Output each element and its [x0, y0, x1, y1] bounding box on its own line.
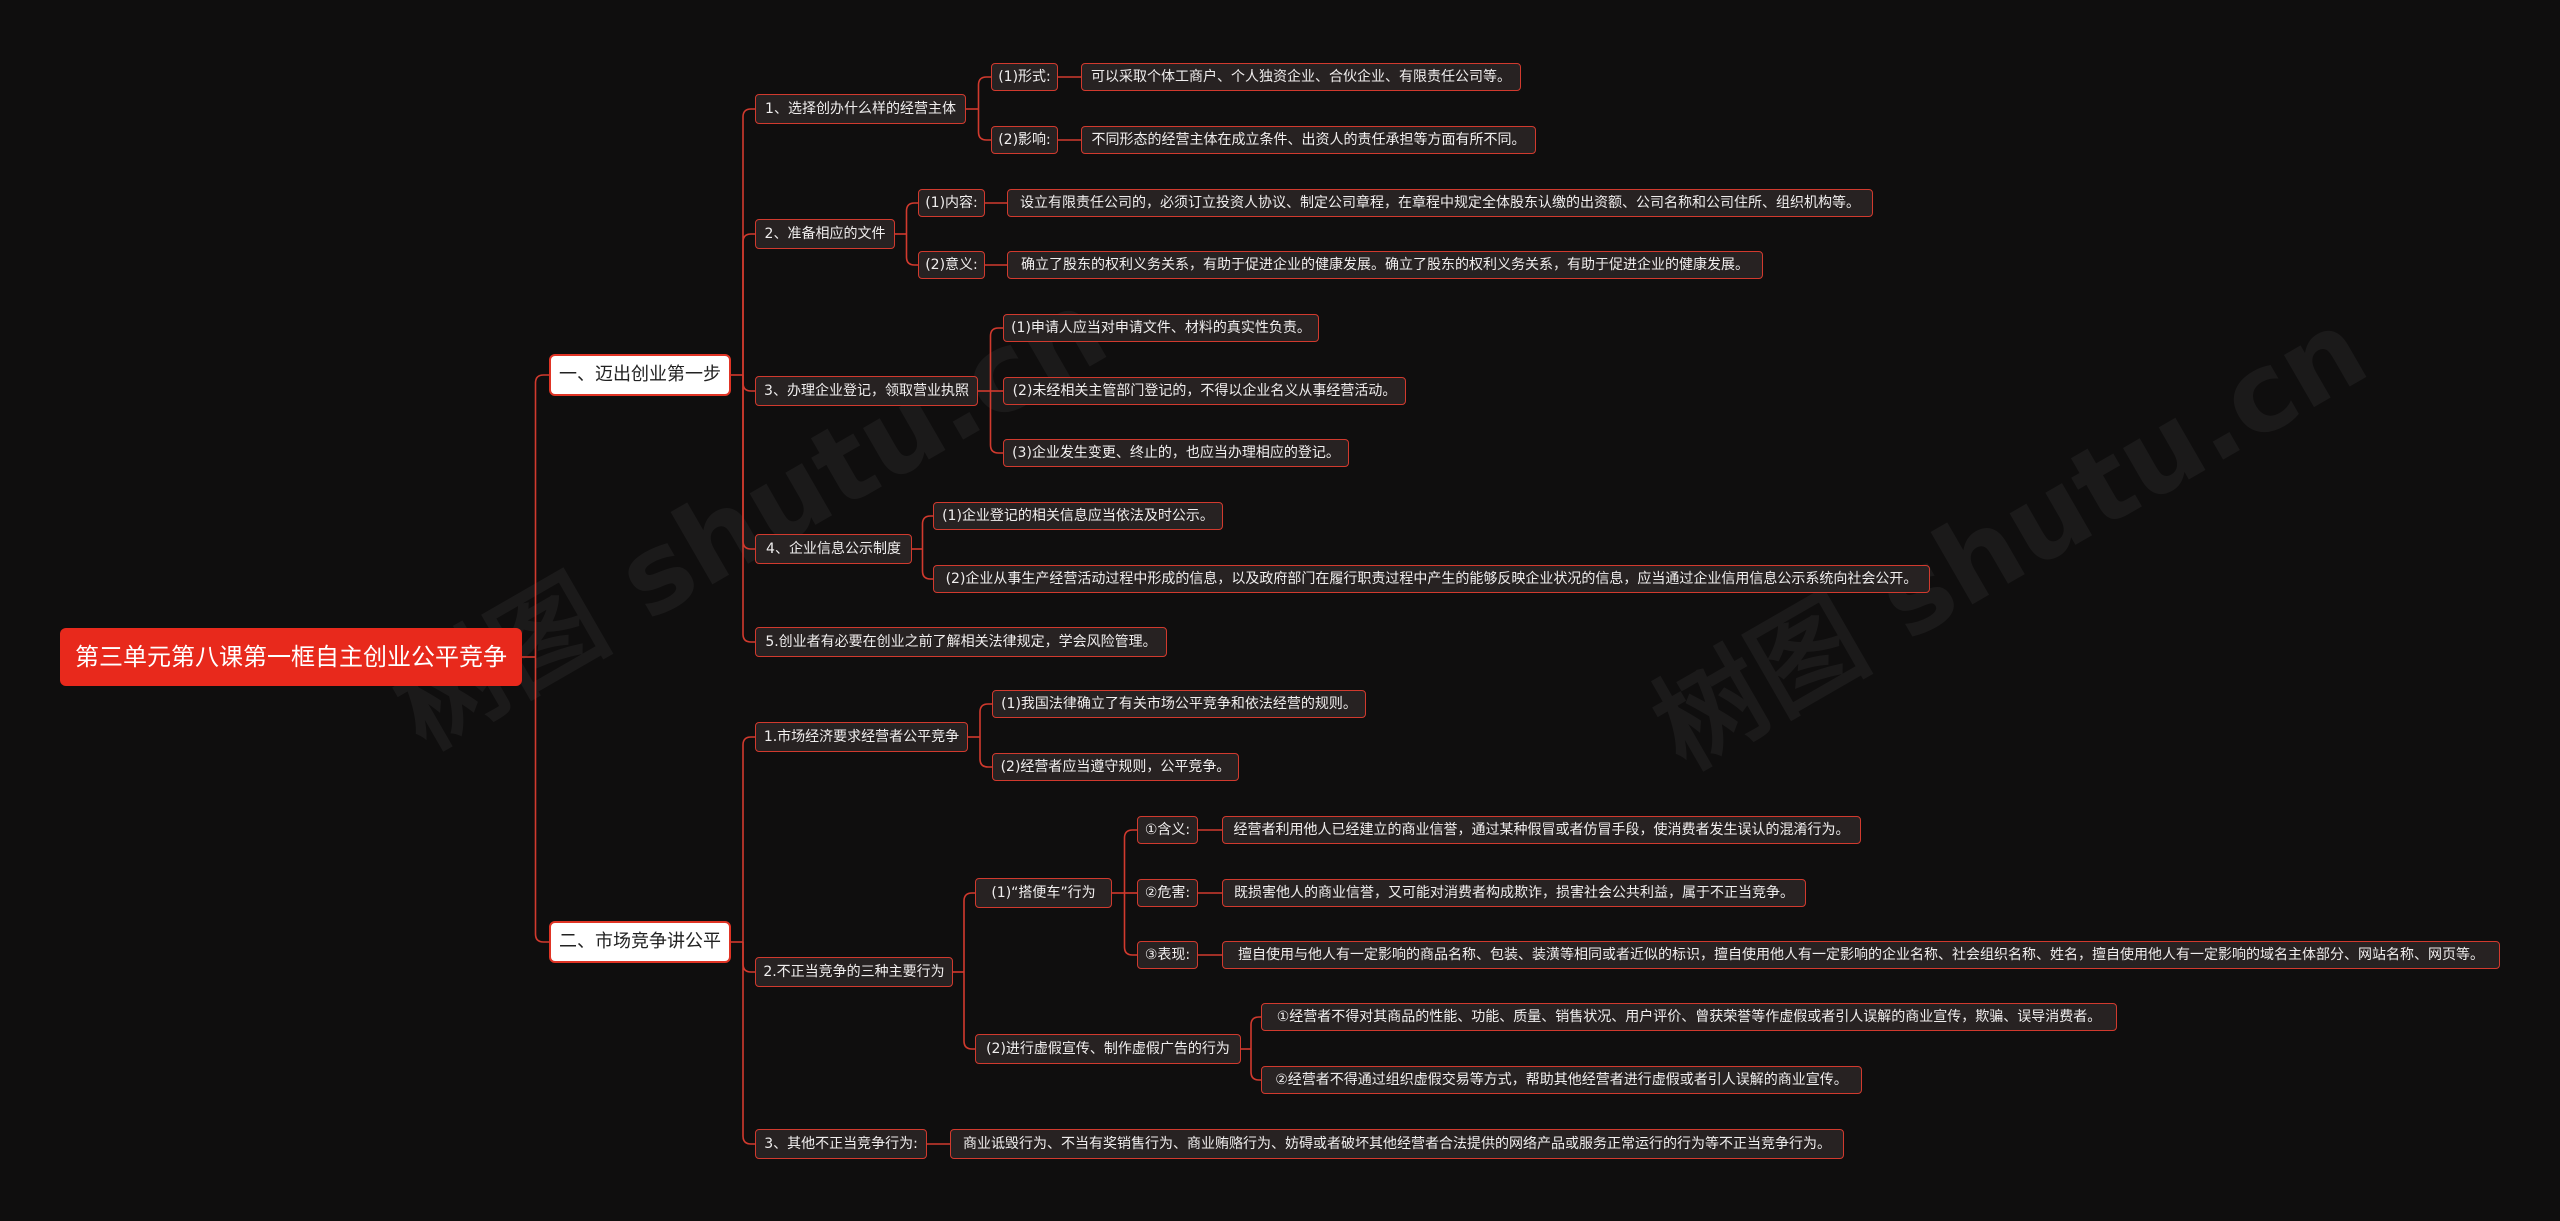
text-impact[interactable]: 不同形态的经营主体在成立条件、出资人的责任承担等方面有所不同。 [1081, 126, 1536, 154]
topic-meaning[interactable]: ①含义: [1137, 816, 1198, 844]
connector-n-b1s4 [921, 515, 933, 549]
connector-n-b2 [742, 736, 755, 942]
connector-n-b1 [742, 233, 755, 375]
branch-fair-competition[interactable]: 二、市场竞争讲公平 [549, 921, 731, 963]
connector-n-b2p2 [1250, 1016, 1261, 1049]
connector-n-b1 [742, 108, 755, 375]
connector-n-root [534, 374, 549, 657]
connector-n-b1 [742, 375, 755, 392]
topic-other-unfair-competition[interactable]: 3、其他不正当竞争行为: [755, 1129, 927, 1159]
topic-harm[interactable]: ②危害: [1137, 879, 1198, 907]
connector-n-b2 [742, 942, 755, 1145]
topic-significance[interactable]: (2)意义: [918, 251, 985, 279]
connector-n-b2s2 [963, 972, 975, 1050]
topic-impact[interactable]: (2)影响: [991, 126, 1058, 154]
root-topic[interactable]: 第三单元第八课第一框自主创业公平竞争 [60, 628, 522, 686]
text-registration-3[interactable]: (3)企业发生变更、终止的，也应当办理相应的登记。 [1003, 439, 1349, 467]
topic-prepare-documents[interactable]: 2、准备相应的文件 [755, 219, 895, 249]
connector-n-b2 [742, 942, 755, 973]
connector-n-b2s1 [979, 737, 992, 768]
connector-n-b2p2 [1250, 1049, 1261, 1081]
connector-n-b1s3 [989, 327, 1003, 391]
text-manifestation[interactable]: 擅自使用与他人有一定影响的商品名称、包装、装潢等相同或者近似的标识，擅自使用他人… [1222, 941, 2500, 969]
connector-n-b1s2 [905, 202, 918, 234]
branch-startup-first-step[interactable]: 一、迈出创业第一步 [549, 354, 731, 396]
text-disclosure-2[interactable]: (2)企业从事生产经营活动过程中形成的信息，以及政府部门在履行职责过程中产生的能… [933, 565, 1930, 593]
connector-n-b2p1 [1123, 829, 1137, 893]
connector-n-b2s1 [979, 703, 992, 737]
connector-n-b2s2 [963, 892, 975, 972]
connector-n-b1s4 [921, 549, 933, 580]
text-harm[interactable]: 既损害他人的商业信誉，又可能对消费者构成欺诈，损害社会公共利益，属于不正当竞争。 [1222, 879, 1806, 907]
connector-n-b1s1 [977, 76, 991, 109]
text-false-advertising-1[interactable]: ①经营者不得对其商品的性能、功能、质量、销售状况、用户评价、曾获荣誉等作虚假或者… [1261, 1003, 2117, 1031]
connector-n-b1s1 [977, 109, 991, 141]
text-disclosure-1[interactable]: (1)企业登记的相关信息应当依法及时公示。 [933, 502, 1223, 530]
topic-info-disclosure[interactable]: 4、企业信息公示制度 [755, 534, 912, 564]
topic-form[interactable]: (1)形式: [991, 63, 1058, 91]
topic-market-fair-competition[interactable]: 1.市场经济要求经营者公平竞争 [755, 722, 968, 752]
text-form[interactable]: 可以采取个体工商户、个人独资企业、合伙企业、有限责任公司等。 [1081, 63, 1521, 91]
text-registration-2[interactable]: (2)未经相关主管部门登记的，不得以企业名义从事经营活动。 [1003, 377, 1406, 405]
topic-legal-awareness[interactable]: 5.创业者有必要在创业之前了解相关法律规定，学会风险管理。 [755, 627, 1167, 657]
topic-choose-business-entity[interactable]: 1、选择创办什么样的经营主体 [755, 94, 966, 124]
text-fair-competition-1[interactable]: (1)我国法律确立了有关市场公平竞争和依法经营的规则。 [992, 690, 1366, 718]
connector-n-b1 [742, 375, 755, 550]
topic-manifestation[interactable]: ③表现: [1137, 941, 1198, 969]
text-content[interactable]: 设立有限责任公司的，必须订立投资人协议、制定公司章程，在章程中规定全体股东认缴的… [1007, 189, 1873, 217]
connector-n-b1 [742, 375, 755, 643]
text-fair-competition-2[interactable]: (2)经营者应当遵守规则，公平竞争。 [992, 753, 1239, 781]
text-significance[interactable]: 确立了股东的权利义务关系，有助于促进企业的健康发展。确立了股东的权利义务关系，有… [1007, 251, 1763, 279]
connector-n-b1s2 [905, 234, 918, 266]
connector-n-b2p1 [1123, 893, 1137, 956]
text-meaning[interactable]: 经营者利用他人已经建立的商业信誉，通过某种假冒或者仿冒手段，使消费者发生误认的混… [1222, 816, 1861, 844]
topic-free-riding[interactable]: (1)“搭便车”行为 [975, 878, 1112, 908]
topic-content[interactable]: (1)内容: [918, 189, 985, 217]
topic-false-advertising[interactable]: (2)进行虚假宣传、制作虚假广告的行为 [975, 1034, 1241, 1064]
topic-unfair-competition-types[interactable]: 2.不正当竞争的三种主要行为 [755, 957, 953, 987]
connector-n-root [534, 657, 549, 943]
connector-n-b1s3 [989, 391, 1003, 454]
text-registration-1[interactable]: (1)申请人应当对申请文件、材料的真实性负责。 [1003, 314, 1319, 342]
topic-enterprise-registration[interactable]: 3、办理企业登记，领取营业执照 [755, 376, 978, 406]
text-other-unfair-competition[interactable]: 商业诋毁行为、不当有奖销售行为、商业贿赂行为、妨碍或者破坏其他经营者合法提供的网… [950, 1129, 1844, 1159]
text-false-advertising-2[interactable]: ②经营者不得通过组织虚假交易等方式，帮助其他经营者进行虚假或者引人误解的商业宣传… [1261, 1066, 1862, 1094]
